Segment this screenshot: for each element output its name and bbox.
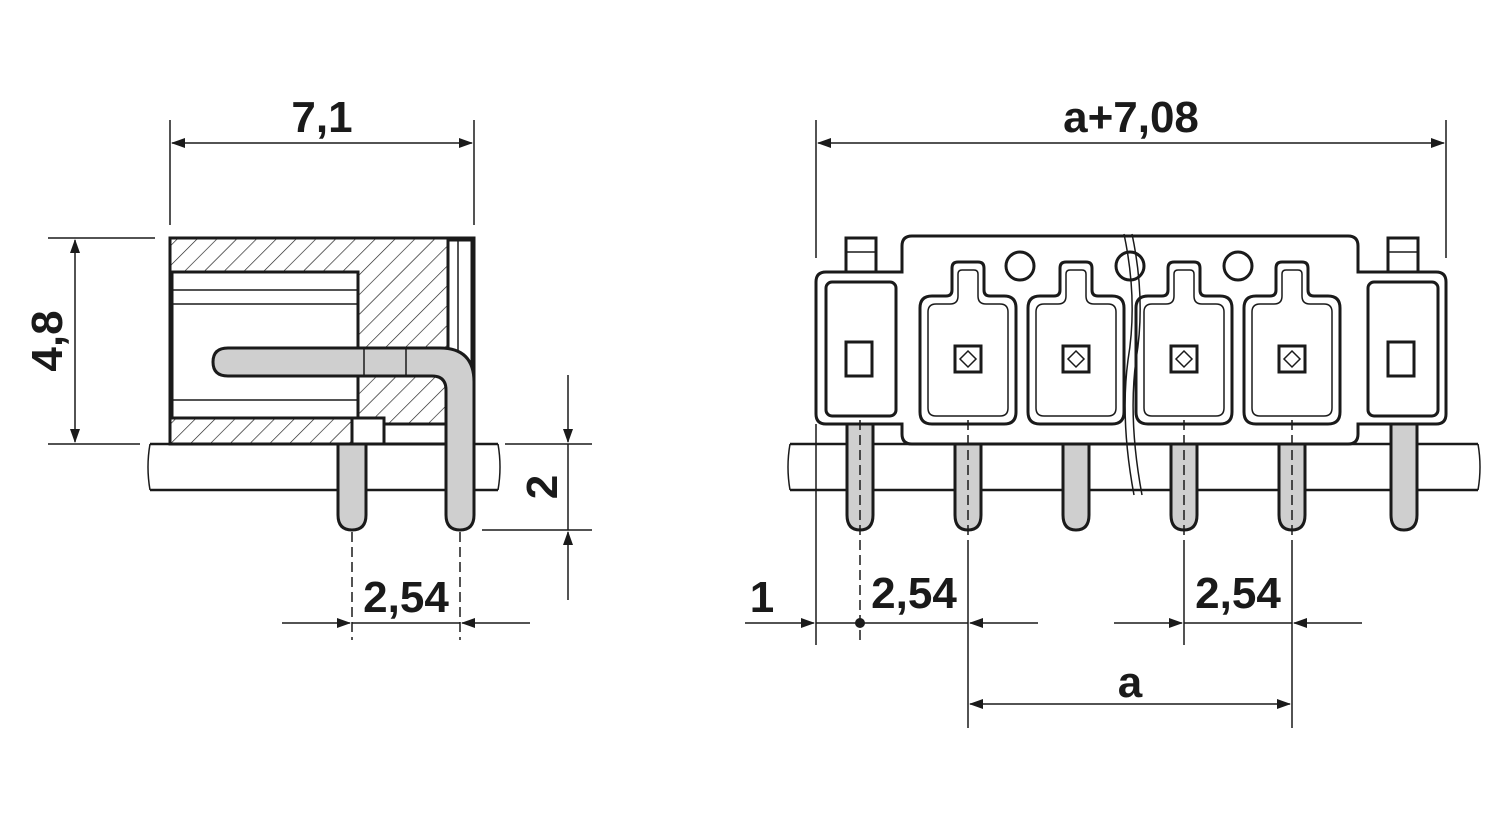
side-housing	[168, 236, 476, 446]
side-width-dim: 7,1	[291, 93, 352, 142]
front-pitch-left-dim: 2,54	[871, 569, 957, 618]
front-right-latch	[1366, 236, 1440, 418]
contact-chamber-3	[1134, 260, 1234, 426]
side-pitch-dim: 2,54	[363, 573, 449, 622]
front-span-dim: a	[1118, 658, 1143, 707]
front-left-latch	[824, 236, 898, 418]
side-height-dim: 4,8	[23, 310, 72, 371]
contact-chamber-1	[918, 260, 1018, 426]
side-pin-length-dim: 2	[518, 475, 567, 499]
front-view: a+7,08 1 2,54 2,54 a	[745, 93, 1481, 728]
side-bent-pin	[211, 346, 476, 532]
front-break-line	[1123, 233, 1135, 496]
contact-chamber-2	[1026, 260, 1126, 426]
front-pitch-right-dim: 2,54	[1195, 569, 1281, 618]
front-pcb	[787, 442, 1481, 492]
contact-chamber-4	[1242, 260, 1342, 426]
side-view: 7,1 4,8 2 2,54	[23, 93, 592, 640]
front-hole-3	[1222, 250, 1254, 282]
front-hole-1	[1004, 250, 1036, 282]
side-straight-pin	[336, 442, 368, 532]
front-offset-dim: 1	[750, 573, 774, 622]
front-overall-dim: a+7,08	[1063, 93, 1199, 142]
